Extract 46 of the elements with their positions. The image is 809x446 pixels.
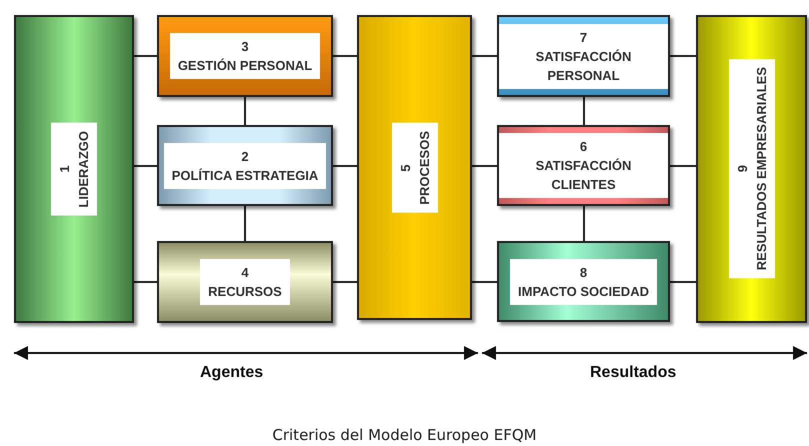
connector-line (670, 55, 696, 57)
criterion-number: 5 (396, 164, 414, 172)
criterion-box (157, 125, 333, 206)
connector-line (472, 281, 497, 283)
connector-line (583, 206, 585, 241)
connector-line (134, 55, 157, 57)
criterion-number: 9 (734, 165, 750, 173)
criterion-label: SATISFACCIÓN PERSONAL (534, 48, 632, 84)
criterion-box (157, 15, 333, 97)
criterion-label: IMPACTO SOCIEDAD (518, 282, 649, 300)
criterion-label: POLÍTICA ESTRATEGIA (172, 166, 318, 184)
criterion-number: 2 (241, 148, 249, 166)
criterion-number: 6 (580, 138, 588, 156)
connector-line (583, 97, 585, 125)
connector-line (670, 165, 696, 167)
criterion-label: SATISFACCIÓN CLIENTES (534, 157, 632, 194)
connector-line (472, 55, 497, 57)
criterion-label: RESULTADOS EMPRESARIALES (752, 67, 770, 271)
criterion-number: 1 (56, 165, 73, 173)
connector-line (333, 165, 357, 167)
range-label: Resultados (590, 364, 676, 382)
criterion-box (497, 241, 670, 322)
connector-line (472, 165, 497, 167)
range-label: Agentes (200, 364, 264, 382)
criterion-number: 8 (580, 264, 588, 282)
connector-line (333, 55, 357, 57)
criterion-box (157, 241, 333, 323)
criterion-number: 7 (580, 28, 588, 46)
connector-line (244, 97, 246, 125)
criterion-column (14, 15, 134, 323)
criterion-label: PROCESOS (416, 130, 432, 204)
connector-line (244, 206, 246, 241)
connector-line (134, 281, 157, 283)
criterion-number: 4 (241, 264, 249, 282)
criterion-label: LIDERAZGO (75, 130, 92, 208)
criterion-number: 3 (241, 38, 249, 56)
criterion-label: RECURSOS (208, 283, 282, 301)
connector-line (333, 281, 357, 283)
criterion-column (696, 15, 807, 323)
criterion-label: GESTIÓN PERSONAL (178, 57, 312, 75)
criterion-box (497, 15, 670, 97)
criterion-box (497, 125, 670, 206)
caption: Criterios del Modelo Europeo EFQM (271, 426, 538, 444)
connector-line (670, 281, 696, 283)
connector-line (134, 165, 157, 167)
criterion-column (357, 15, 472, 320)
